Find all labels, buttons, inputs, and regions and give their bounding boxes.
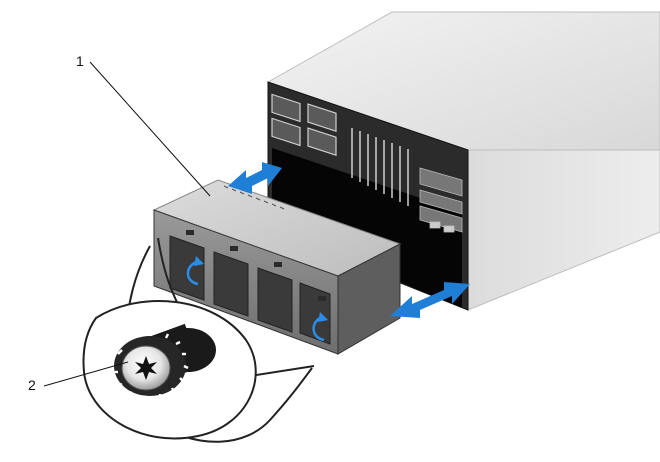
rotate-arrow-left-icon — [186, 260, 199, 286]
rotate-arrow-right-icon — [312, 316, 325, 342]
shroud-tabs — [186, 230, 326, 301]
torx-star-icon — [135, 356, 157, 380]
thumbscrew-icon — [114, 323, 216, 401]
power-supply-bays — [271, 93, 337, 156]
rotate-arrow-left-head — [194, 256, 204, 266]
chassis-side — [467, 149, 660, 311]
rotate-arrow-right-head — [318, 312, 328, 322]
arrow-upper — [228, 162, 282, 194]
knob-knurling — [114, 329, 189, 401]
server-chassis — [266, 11, 660, 311]
arrow-lower — [390, 282, 470, 318]
callout-1-leader — [89, 61, 211, 197]
drive-slots — [351, 128, 409, 206]
cooling-shroud — [152, 179, 402, 355]
callout-2-leader — [43, 361, 129, 387]
callout-1-label: 1 — [76, 53, 84, 69]
shroud-vents — [223, 185, 285, 210]
chassis-open-bay — [272, 148, 462, 308]
double-arrow-icon — [228, 162, 470, 318]
shroud-end — [337, 243, 401, 355]
magnifier-callout — [82, 237, 315, 443]
callout-2: 2 — [28, 361, 129, 393]
callout-1: 1 — [76, 53, 211, 197]
callout-2-label: 2 — [28, 377, 36, 393]
io-panel — [419, 167, 463, 233]
